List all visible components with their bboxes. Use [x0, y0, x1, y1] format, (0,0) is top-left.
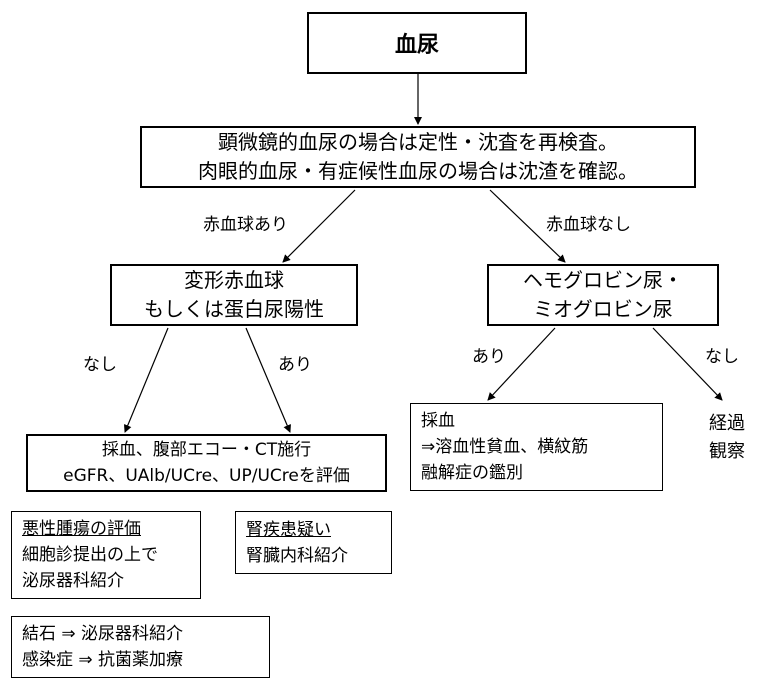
malignancy-line2: 泌尿器科紹介: [22, 571, 124, 591]
blood-line3: 融解症の鑑別: [421, 463, 523, 483]
arrow-dysmorphic-to-workup-yes: [245, 327, 291, 433]
arrow-hemo-to-observe: [652, 327, 723, 401]
dysmorphic-box: 変形赤血球 もしくは蛋白尿陽性: [110, 264, 358, 326]
dys-yes-label: あり: [278, 355, 312, 375]
arrow-dysmorphic-to-workup-no: [123, 327, 169, 433]
malignancy-line1: 細胞診提出の上で: [22, 545, 158, 565]
other-box: 結石 ⇒ 泌尿器科紹介 感染症 ⇒ 抗菌薬加療: [11, 616, 270, 678]
other-line1: 結石 ⇒ 泌尿器科紹介: [22, 624, 184, 644]
workup-box: 採血、腹部エコー・CT施行 eGFR、UAlb/UCre、UP/UCreを評価: [26, 434, 387, 492]
blood-line1: 採血: [421, 411, 455, 431]
branch-right-label: 赤血球なし: [546, 215, 631, 235]
step1-line2: 肉眼的血尿・有症候性血尿の場合は沈渣を確認。: [198, 159, 638, 183]
observe-line2: 観察: [709, 441, 745, 462]
malignancy-heading: 悪性腫瘍の評価: [22, 519, 141, 539]
renal-heading: 腎疾患疑い: [246, 519, 331, 540]
branch-left-label: 赤血球あり: [203, 215, 288, 235]
step1-line1: 顕微鏡的血尿の場合は定性・沈査を再検査。: [218, 130, 618, 154]
hemo-line1: ヘモグロビン尿・: [523, 268, 683, 292]
workup-line1: 採血、腹部エコー・CT施行: [101, 440, 312, 460]
blood-test-box: 採血 ⇒溶血性貧血、横紋筋 融解症の鑑別: [410, 403, 663, 491]
renal-line1: 腎臓内科紹介: [246, 545, 348, 566]
dys-no-label: なし: [83, 355, 117, 375]
step1-box: 顕微鏡的血尿の場合は定性・沈査を再検査。 肉眼的血尿・有症候性血尿の場合は沈渣を…: [140, 126, 696, 188]
arrow-step1-to-hemo: [489, 189, 566, 263]
other-line2: 感染症 ⇒ 抗菌薬加療: [22, 650, 184, 670]
blood-line2: ⇒溶血性貧血、横紋筋: [421, 437, 589, 457]
title-text: 血尿: [394, 33, 439, 58]
arrow-step1-to-dysmorphic: [282, 189, 356, 263]
title-box: 血尿: [307, 12, 527, 74]
arrow-hemo-to-blood: [487, 327, 556, 401]
dysmorphic-line2: もしくは蛋白尿陽性: [144, 297, 324, 321]
hemo-line2: ミオグロビン尿: [533, 297, 673, 321]
malignancy-box: 悪性腫瘍の評価 細胞診提出の上で 泌尿器科紹介: [11, 511, 201, 599]
workup-line2: eGFR、UAlb/UCre、UP/UCreを評価: [63, 466, 350, 486]
hemo-no-label: なし: [705, 347, 739, 367]
dysmorphic-line1: 変形赤血球: [184, 268, 284, 292]
hemo-yes-label: あり: [472, 347, 506, 367]
hemo-box: ヘモグロビン尿・ ミオグロビン尿: [487, 264, 719, 326]
renal-box: 腎疾患疑い 腎臓内科紹介: [235, 511, 392, 574]
observe-text: 経過 観察: [697, 410, 757, 466]
observe-line1: 経過: [709, 413, 745, 434]
